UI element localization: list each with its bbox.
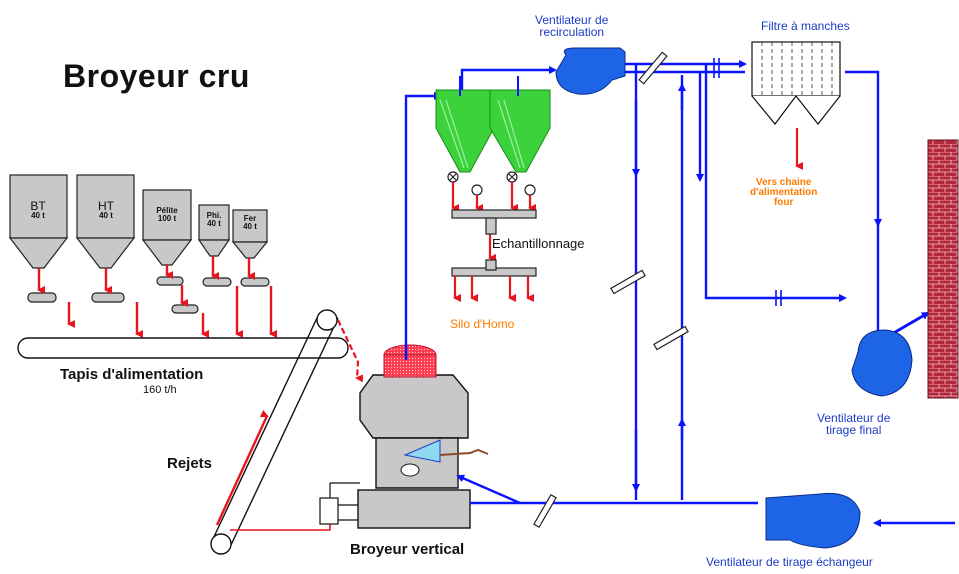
hopper-ht — [75, 174, 136, 269]
homo-silo-label: Silo d'Homo — [450, 317, 515, 331]
hopper-bt — [8, 174, 69, 269]
exchanger-draft-fan-label: Ventilateur de tirage échangeur — [706, 555, 873, 569]
weigh-feeders — [27, 276, 270, 314]
exchanger-draft-fan — [765, 492, 861, 549]
material-flow-arrows — [37, 256, 277, 338]
duct-flanges — [713, 58, 782, 306]
feed-belt — [17, 337, 349, 359]
diagram-title: Broyeur cru — [63, 58, 250, 94]
sampling-splitter — [451, 209, 537, 277]
hopper-phi — [197, 204, 231, 257]
rotary-valves — [447, 171, 536, 196]
cyclones — [435, 76, 551, 173]
hopper-pelite — [141, 189, 193, 266]
hopper-fer — [231, 209, 269, 259]
sampling-label: Echantillonnage — [492, 236, 585, 251]
feed-rate-label: 160 t/h — [143, 384, 177, 396]
vertical-mill-label: Broyeur vertical — [350, 541, 465, 558]
feed-belt-label: Tapis d'alimentation — [60, 366, 204, 383]
rejects-label: Rejets — [167, 455, 213, 472]
gas-ducts — [404, 60, 955, 527]
final-draft-fan — [851, 329, 913, 397]
bag-filter-label: Filtre à manches — [761, 19, 850, 33]
chimney — [927, 139, 959, 399]
silo-feed-arrows — [453, 276, 534, 302]
rejects-elevator — [210, 309, 364, 555]
dampers — [533, 51, 689, 529]
hopper-phi-label: Phi.40 t — [206, 211, 222, 228]
recirculation-fan — [555, 47, 626, 95]
vertical-mill — [319, 344, 489, 529]
bag-filter — [751, 41, 841, 170]
